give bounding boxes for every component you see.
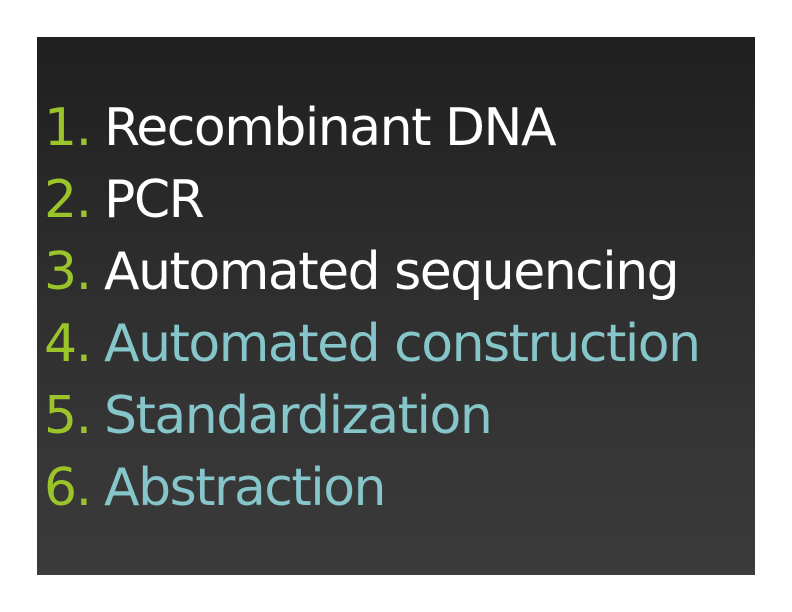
list-item-number: 4. <box>44 314 92 374</box>
list-item-text: Automated sequencing <box>104 242 680 302</box>
list-item-number: 6. <box>44 458 92 518</box>
list-item-text: Abstraction <box>104 458 387 518</box>
list-item: 4.Automated construction <box>44 308 701 380</box>
list-item-text: Recombinant DNA <box>104 98 557 158</box>
list-item: 2.PCR <box>44 164 700 236</box>
list-item: 3.Automated sequencing <box>44 236 700 308</box>
list-item: 6.Abstraction <box>44 452 700 524</box>
list-item-number: 3. <box>44 242 92 302</box>
list-item-number: 1. <box>44 98 92 158</box>
list-item-number: 5. <box>44 386 92 446</box>
list-item-number: 2. <box>44 170 92 230</box>
list-item-text: Standardization <box>104 386 493 446</box>
list-item-text: PCR <box>104 170 205 230</box>
list-item: 1.Recombinant DNA <box>44 92 700 164</box>
list-item: 5.Standardization <box>44 380 700 452</box>
slide: 1.Recombinant DNA 2.PCR 3.Automated sequ… <box>37 37 755 575</box>
numbered-list: 1.Recombinant DNA 2.PCR 3.Automated sequ… <box>44 92 701 524</box>
list-item-text: Automated construction <box>104 314 701 374</box>
